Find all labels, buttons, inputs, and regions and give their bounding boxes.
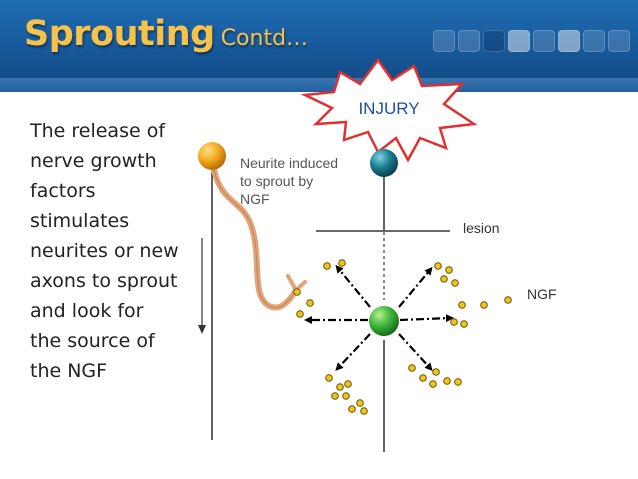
body-line: the source of — [30, 330, 155, 352]
ngf-dot — [480, 301, 488, 309]
body-line: axons to sprout — [30, 270, 178, 292]
diffusion-arrow — [398, 266, 433, 308]
ngf-source-cell — [369, 306, 399, 336]
body-line: neurites or new — [30, 240, 179, 262]
ngf-dot — [432, 368, 440, 376]
neurite-tip — [286, 274, 307, 294]
ngf-dot — [450, 318, 458, 326]
ngf-dot — [504, 296, 512, 304]
ngf-dot — [323, 262, 331, 270]
decor-square — [433, 30, 455, 52]
ngf-dot — [451, 279, 459, 287]
body-line: stimulates — [30, 210, 130, 232]
ngf-dot — [356, 399, 364, 407]
ngf-dot — [338, 259, 346, 267]
decor-square — [458, 30, 480, 52]
body-line: The release of — [30, 120, 166, 142]
ngf-dot — [342, 392, 350, 400]
lesion-label: lesion — [463, 220, 500, 236]
neurite-label-line: to sprout by — [240, 173, 313, 189]
injury-label: INJURY — [358, 99, 419, 118]
decor-square — [558, 30, 580, 52]
decorative-squares — [433, 30, 630, 52]
ngf-dot — [348, 405, 356, 413]
decor-square — [508, 30, 530, 52]
ngf-dot — [458, 301, 466, 309]
decor-square — [583, 30, 605, 52]
diffusion-arrow — [399, 314, 454, 323]
ngf-dot — [296, 310, 304, 318]
diffusion-arrow — [335, 333, 371, 371]
down-arrow-head — [198, 325, 206, 334]
decor-square — [608, 30, 630, 52]
ngf-label: NGF — [527, 286, 557, 302]
ngf-dot — [434, 262, 442, 270]
diffusion-arrow — [398, 333, 433, 371]
right-neuron-cell-body — [370, 149, 398, 177]
injury-burst — [300, 57, 478, 163]
ngf-dot — [336, 383, 344, 391]
ngf-dot — [440, 275, 448, 283]
sprouting-neurite-outline — [213, 169, 297, 309]
title-main: Sprouting — [24, 14, 215, 54]
ngf-dot — [344, 380, 352, 388]
ngf-dot — [325, 374, 333, 382]
neurite-label-line: Neurite induced — [240, 155, 338, 171]
ngf-dots — [293, 259, 512, 415]
body-line: and look for — [30, 300, 144, 322]
ngf-dot — [331, 392, 339, 400]
neurite-label-line: NGF — [240, 191, 270, 207]
decor-square — [483, 30, 505, 52]
ngf-dot — [460, 320, 468, 328]
ngf-dot — [454, 378, 462, 386]
ngf-dot — [293, 288, 301, 296]
ngf-dot — [429, 380, 437, 388]
left-neuron-cell-body — [198, 142, 226, 170]
ngf-dot — [408, 364, 416, 372]
title-suffix: Contd… — [220, 26, 309, 51]
ngf-dot — [360, 407, 368, 415]
body-line: the NGF — [30, 360, 108, 382]
body-line: nerve growth — [30, 150, 157, 172]
ngf-dot — [443, 377, 451, 385]
ngf-diffusion-arrows — [304, 264, 454, 371]
ngf-dot — [306, 299, 314, 307]
neurite-label: Neurite induced to sprout by NGF — [240, 155, 342, 207]
header-band — [0, 78, 638, 92]
ngf-dot — [445, 266, 453, 274]
diffusion-arrow — [335, 264, 371, 308]
body-line: factors — [30, 180, 96, 202]
ngf-dot — [419, 374, 427, 382]
decor-square — [533, 30, 555, 52]
body-text: The release of nerve growth factors stim… — [30, 116, 200, 386]
